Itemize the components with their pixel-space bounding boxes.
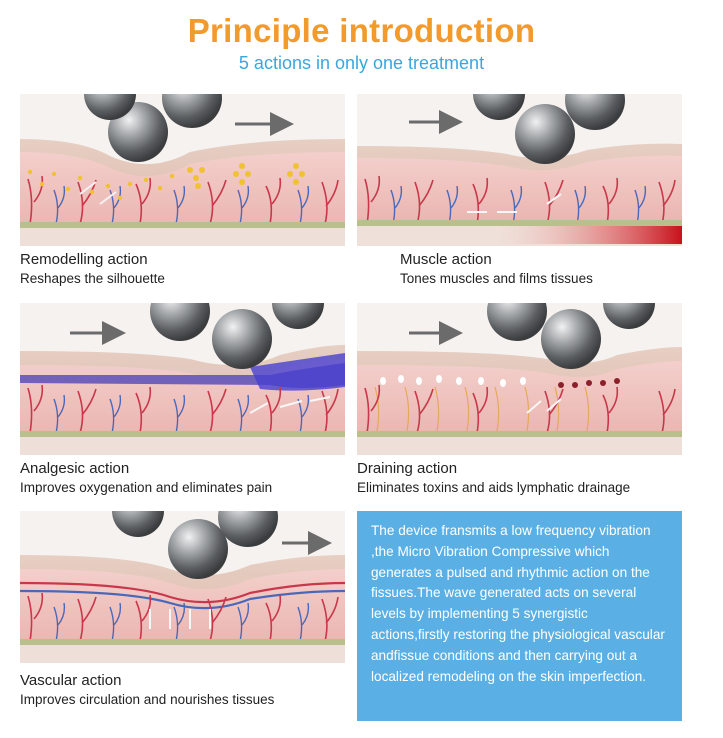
panel-remodelling-illustration <box>20 94 345 246</box>
draining-subtitle: Eliminates toxins and aids lymphatic dra… <box>357 480 631 495</box>
panel-muscle-illustration <box>357 94 682 246</box>
muscle-subtitle: Tones muscles and films tissues <box>400 271 593 286</box>
page-subtitle: 5 actions in only one treatment <box>238 53 485 73</box>
info-box-text: The device fransmits a low frequency vib… <box>371 523 665 684</box>
analgesic-title: Analgesic action <box>20 460 130 477</box>
analgesic-subtitle: Improves oxygenation and eliminates pain <box>20 480 273 495</box>
vascular-title: Vascular action <box>20 672 122 689</box>
panel-draining-illustration <box>357 303 682 455</box>
info-box: The device fransmits a low frequency vib… <box>357 511 682 721</box>
panel-vascular-illustration <box>20 511 345 663</box>
remodelling-title: Remodelling action <box>20 251 148 268</box>
vascular-subtitle: Improves circulation and nourishes tissu… <box>20 692 275 707</box>
panel-analgesic-illustration <box>20 303 345 455</box>
muscle-title: Muscle action <box>400 251 492 268</box>
page-title: Principle introduction <box>187 12 536 49</box>
remodelling-subtitle: Reshapes the silhouette <box>20 271 165 286</box>
draining-title: Draining action <box>357 460 458 477</box>
